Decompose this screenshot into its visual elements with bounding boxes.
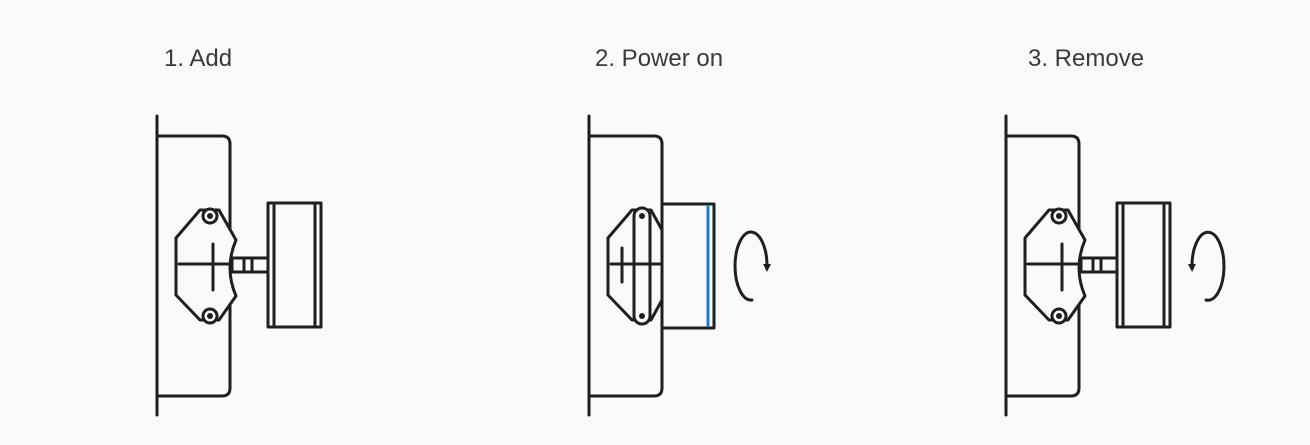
step-2-label: 2. Power on	[595, 45, 724, 72]
step-2-illustration	[587, 114, 772, 417]
step-1-label: 1. Add	[164, 45, 233, 72]
step-1-illustration	[155, 114, 323, 417]
bracket-slot	[632, 206, 652, 326]
module-attached	[660, 202, 716, 330]
rotate-counterclockwise-icon	[1187, 230, 1226, 302]
step-3-illustration	[1004, 114, 1226, 417]
module	[1115, 201, 1172, 329]
connector-pin	[1079, 256, 1119, 274]
module	[266, 201, 323, 329]
step-3-label: 3. Remove	[1028, 45, 1145, 72]
rotate-clockwise-icon	[733, 230, 772, 302]
connector-pin	[230, 256, 270, 274]
